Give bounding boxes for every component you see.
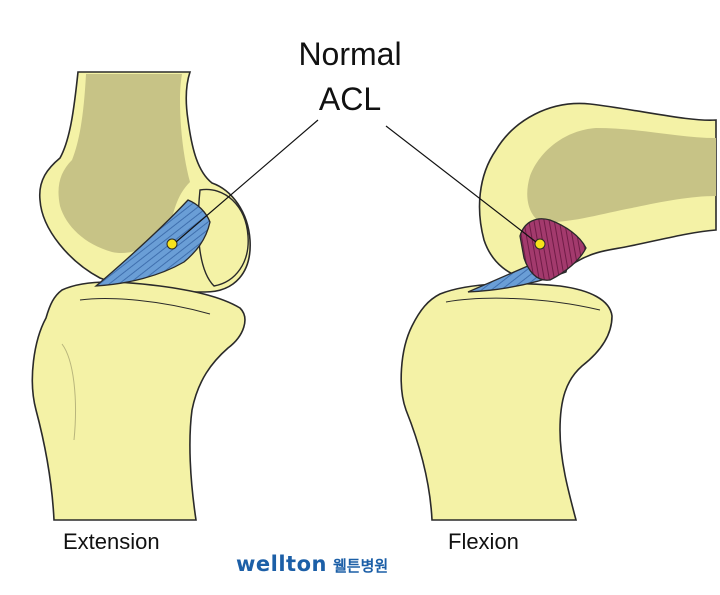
tibia-right [400, 282, 613, 521]
extension-knee [31, 71, 251, 521]
logo-wordmark: wellton [236, 552, 327, 576]
tibia-left [31, 281, 246, 521]
title-line-2: ACL [318, 81, 382, 117]
leader-line-left [175, 119, 319, 243]
tibia-plateau-line-left [79, 298, 211, 315]
acl-marker-right [534, 238, 546, 250]
logo-korean: 웰튼병원 [332, 557, 389, 575]
tibia-shade-left [61, 343, 76, 441]
caption-extension: Extension [63, 529, 160, 554]
wellton-logo: wellton 웰튼병원 [236, 552, 388, 578]
acl-marker-left [166, 238, 178, 250]
caption-flexion: Flexion [448, 529, 519, 554]
title-line-1: Normal [298, 36, 402, 72]
acl-bundle-right [519, 218, 587, 281]
tibia-plateau-line-right [445, 297, 601, 311]
femur-marrow-left [58, 74, 190, 254]
acl-ligament-left [94, 199, 211, 287]
leader-line-right [385, 125, 537, 243]
femur-marrow-right [527, 128, 716, 223]
flexion-knee [400, 102, 717, 521]
